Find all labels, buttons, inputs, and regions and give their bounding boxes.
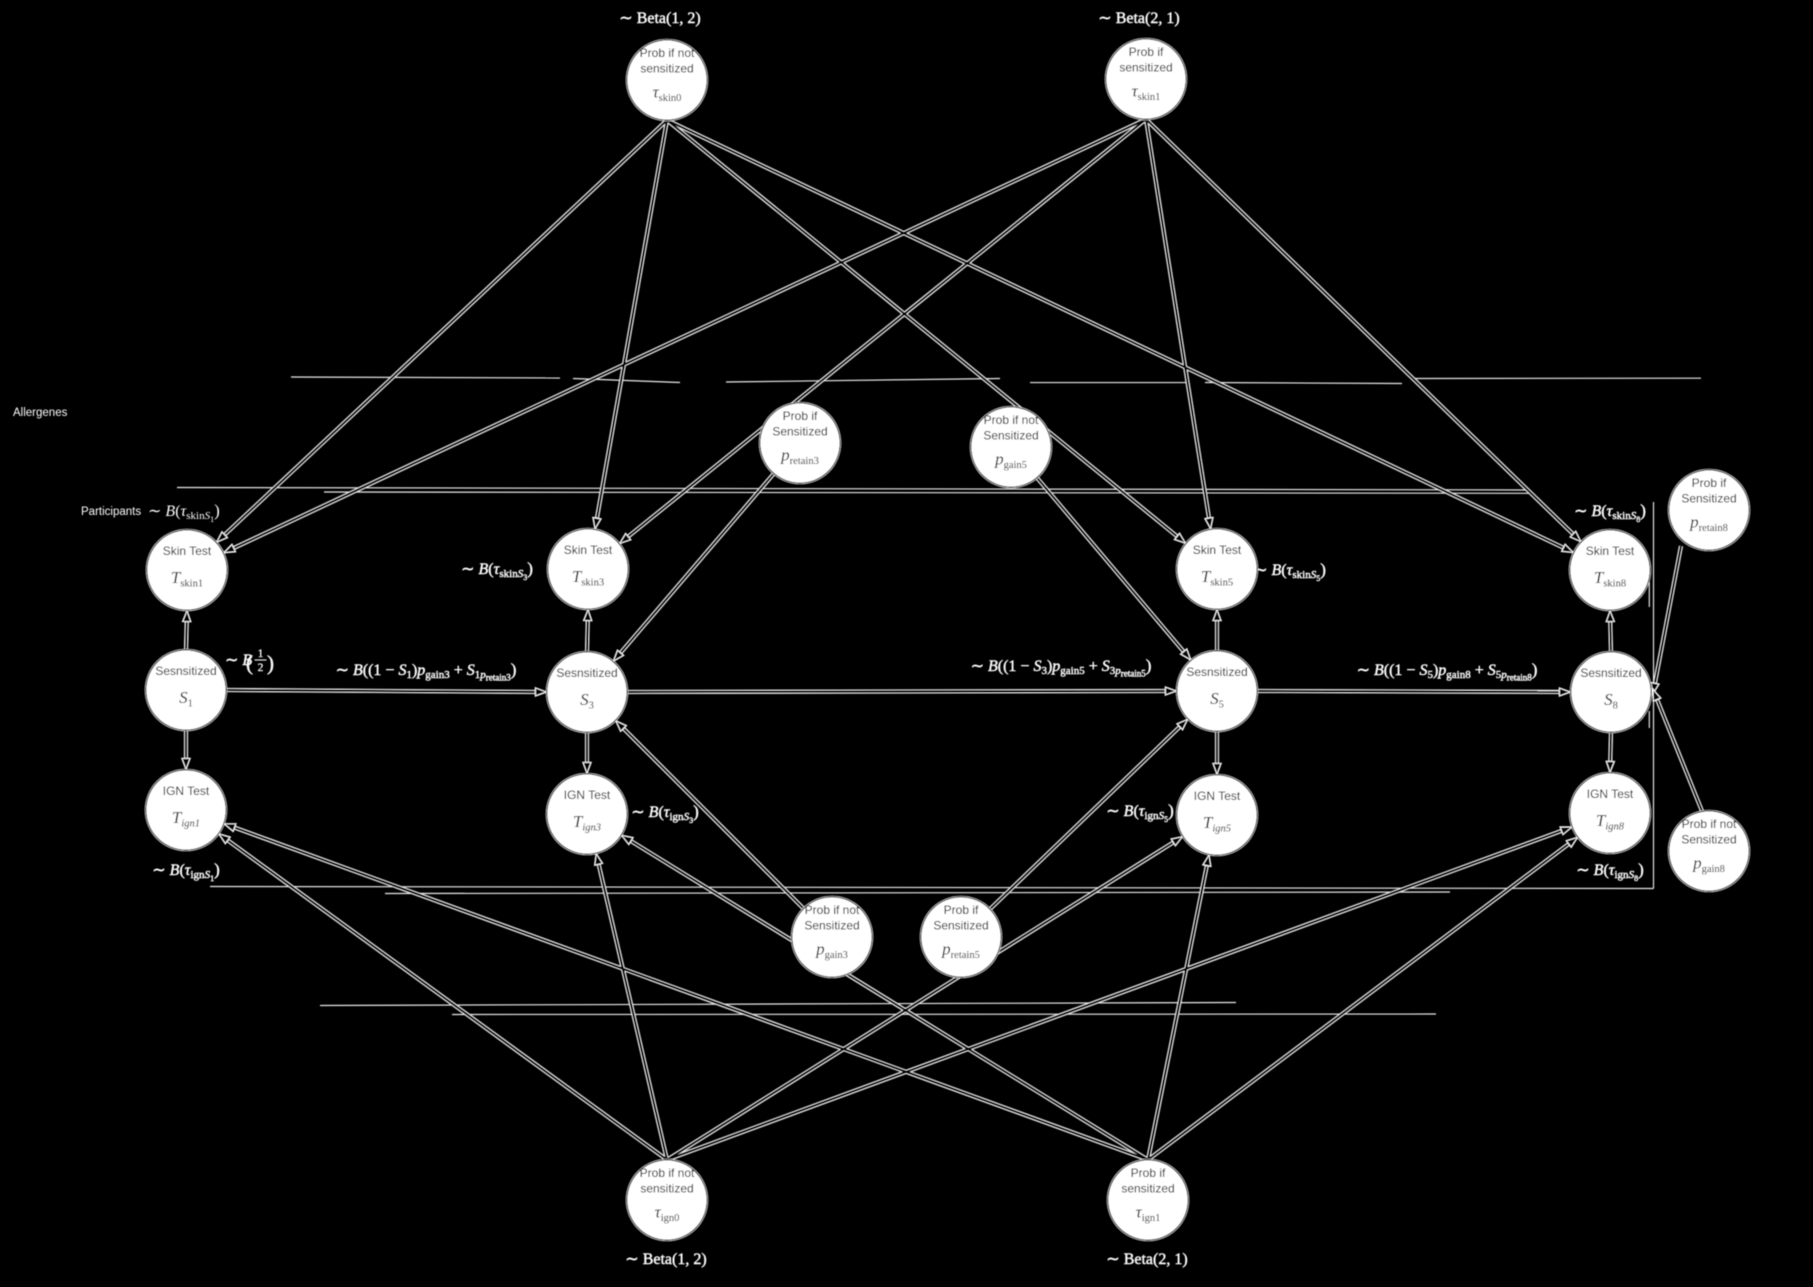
svg-text:Sesnsitized: Sesnsitized	[1186, 665, 1247, 679]
svg-text:Allergenes: Allergenes	[13, 407, 68, 419]
svg-text:Skin Test: Skin Test	[163, 544, 212, 558]
svg-text:(: (	[246, 651, 253, 675]
svg-text:∼ Beta(2, 1): ∼ Beta(2, 1)	[1098, 10, 1179, 27]
svg-text:Prob if: Prob if	[783, 409, 818, 423]
svg-text:): )	[267, 651, 274, 675]
svg-text:sensitized: sensitized	[640, 62, 693, 76]
svg-text:∼ Beta(1, 2): ∼ Beta(1, 2)	[625, 1251, 706, 1268]
svg-text:Prob if not: Prob if not	[640, 1166, 695, 1180]
svg-text:Participants: Participants	[81, 506, 141, 518]
svg-text:∼ Beta(2, 1): ∼ Beta(2, 1)	[1106, 1251, 1187, 1268]
svg-text:Prob if not: Prob if not	[984, 413, 1039, 427]
svg-text:Sensitized: Sensitized	[804, 919, 859, 933]
svg-text:Sensitized: Sensitized	[983, 429, 1038, 443]
svg-text:Skin Test: Skin Test	[1193, 543, 1242, 557]
svg-text:Sensitized: Sensitized	[1681, 833, 1736, 847]
svg-text:∼ Beta(1, 2): ∼ Beta(1, 2)	[619, 10, 700, 27]
svg-text:Prob if not: Prob if not	[1682, 817, 1737, 831]
svg-text:Sensitized: Sensitized	[772, 425, 827, 439]
svg-text:Prob if: Prob if	[944, 903, 979, 917]
svg-text:IGN Test: IGN Test	[564, 788, 611, 802]
svg-text:Prob if: Prob if	[1129, 45, 1164, 59]
svg-text:Sesnsitized: Sesnsitized	[556, 666, 617, 680]
svg-text:Sesnsitized: Sesnsitized	[1580, 666, 1641, 680]
svg-text:Prob if not: Prob if not	[805, 903, 860, 917]
svg-text:Prob if: Prob if	[1131, 1166, 1166, 1180]
svg-text:sensitized: sensitized	[640, 1182, 693, 1196]
svg-text:IGN Test: IGN Test	[163, 784, 210, 798]
svg-text:sensitized: sensitized	[1121, 1182, 1174, 1196]
svg-text:Sensitized: Sensitized	[1681, 492, 1736, 506]
svg-text:Skin Test: Skin Test	[1586, 544, 1635, 558]
svg-text:Sesnsitized: Sesnsitized	[155, 664, 216, 678]
svg-text:Prob if: Prob if	[1692, 476, 1727, 490]
svg-text:IGN Test: IGN Test	[1194, 789, 1241, 803]
svg-text:sensitized: sensitized	[1119, 61, 1172, 75]
svg-text:2: 2	[258, 662, 264, 674]
svg-text:1: 1	[258, 648, 264, 660]
svg-text:IGN Test: IGN Test	[1587, 787, 1634, 801]
svg-text:Sensitized: Sensitized	[933, 919, 988, 933]
svg-text:Prob if not: Prob if not	[640, 46, 695, 60]
svg-text:Skin Test: Skin Test	[564, 543, 613, 557]
